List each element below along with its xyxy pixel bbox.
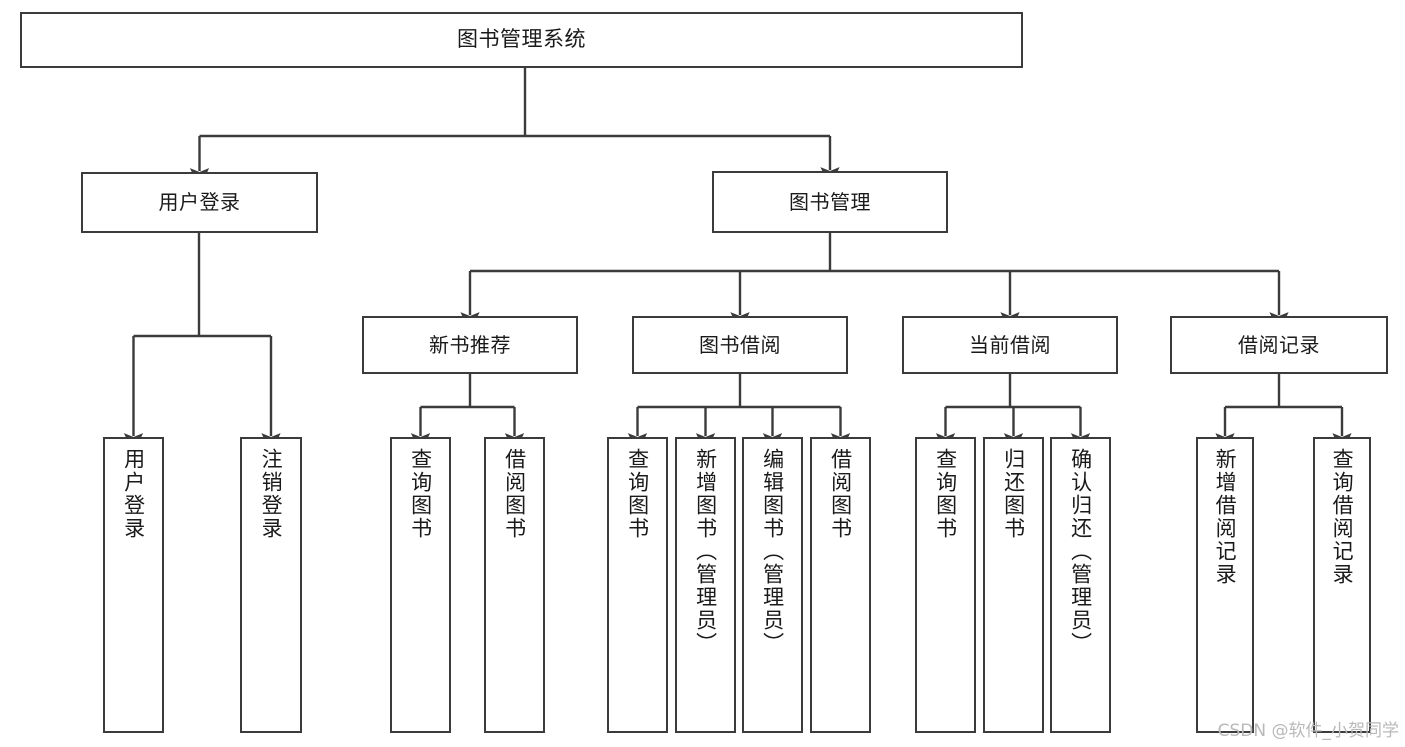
node-new-book-recommendation[interactable]: 新书推荐 [362, 316, 578, 374]
node-label: 查询图书 [625, 448, 650, 540]
node-label: 当前借阅 [969, 332, 1051, 357]
node-label: 归还图书 [1001, 448, 1026, 540]
node-book-management[interactable]: 图书管理 [712, 171, 948, 233]
node-label: 借阅图书 [828, 448, 853, 540]
leaf-logout[interactable]: 注销登录 [240, 437, 302, 733]
node-label: 查询图书 [408, 448, 433, 540]
leaf-borrow-book-borrowing[interactable]: 借阅图书 [810, 437, 871, 733]
node-label: 图书管理系统 [457, 27, 586, 52]
node-label: 新书推荐 [429, 332, 511, 357]
leaf-add-book-admin[interactable]: 新增图书（管理员） [675, 437, 736, 733]
leaf-confirm-return-admin[interactable]: 确认归还（管理员） [1050, 437, 1111, 733]
node-label: 注销登录 [259, 448, 284, 540]
leaf-return-book[interactable]: 归还图书 [983, 437, 1044, 733]
leaf-query-book-recommend[interactable]: 查询图书 [390, 437, 451, 733]
node-label: 图书管理 [789, 189, 871, 214]
node-root-system[interactable]: 图书管理系统 [20, 12, 1023, 68]
leaf-edit-book-admin[interactable]: 编辑图书（管理员） [742, 437, 803, 733]
leaf-user-login[interactable]: 用户登录 [103, 437, 164, 733]
leaf-query-book-current[interactable]: 查询图书 [915, 437, 976, 733]
csdn-watermark: CSDN @软件_小贺同学 [1217, 721, 1399, 741]
node-user-login[interactable]: 用户登录 [81, 172, 318, 233]
node-borrowing-records[interactable]: 借阅记录 [1170, 316, 1388, 374]
node-label: 图书借阅 [699, 332, 781, 357]
node-label: 新增图书（管理员） [693, 448, 718, 655]
node-label: 新增借阅记录 [1213, 448, 1238, 586]
node-label: 借阅记录 [1238, 332, 1320, 357]
node-book-borrowing[interactable]: 图书借阅 [632, 316, 848, 374]
node-label: 确认归还（管理员） [1068, 448, 1093, 655]
node-label: 编辑图书（管理员） [760, 448, 785, 655]
node-label: 借阅图书 [502, 448, 527, 540]
node-label: 用户登录 [158, 190, 241, 215]
leaf-borrow-book-recommend[interactable]: 借阅图书 [484, 437, 545, 733]
leaf-query-borrow-record[interactable]: 查询借阅记录 [1313, 437, 1371, 733]
node-label: 查询借阅记录 [1330, 448, 1355, 586]
node-current-borrowing[interactable]: 当前借阅 [902, 316, 1118, 374]
leaf-add-borrow-record[interactable]: 新增借阅记录 [1196, 437, 1254, 733]
node-label: 用户登录 [121, 448, 146, 540]
node-label: 查询图书 [933, 448, 958, 540]
leaf-query-book-borrowing[interactable]: 查询图书 [607, 437, 668, 733]
